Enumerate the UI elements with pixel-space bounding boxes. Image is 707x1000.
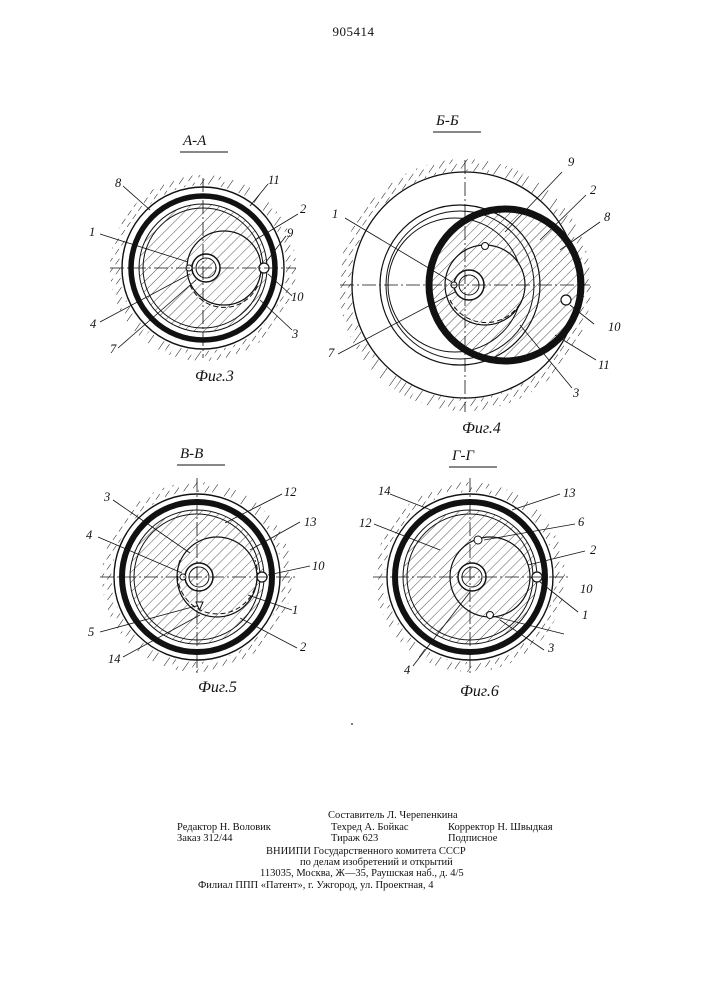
figure-6-section-title: Г-Г xyxy=(452,448,474,465)
figure-6-label: 2 xyxy=(590,543,596,558)
figure-3-label: 1 xyxy=(89,225,95,240)
figure-3-label: 3 xyxy=(292,327,298,342)
figure-4-caption: Фиг.4 xyxy=(462,420,501,438)
figure-6-label: 10 xyxy=(580,582,593,597)
footer-editor: Редактор Н. Воловик xyxy=(177,822,271,834)
figure-3-label: 9 xyxy=(287,226,293,241)
figure-4-label: 3 xyxy=(573,386,579,401)
footer-order: Заказ 312/44 xyxy=(177,833,232,845)
footer-org-line1: ВНИИПИ Государственного комитета СССР xyxy=(266,846,466,858)
figure-6-label: 1 xyxy=(582,608,588,623)
figure-5-drawing xyxy=(98,465,310,676)
footer-compiler: Составитель Л. Черепенкина xyxy=(328,810,458,822)
figure-6-label: 3 xyxy=(548,641,554,656)
figure-3-label: 7 xyxy=(110,342,116,357)
figure-5-label: 1 xyxy=(292,603,298,618)
figure-6-label: 14 xyxy=(378,484,391,499)
figure-4-label: 2 xyxy=(590,183,596,198)
footer-corrector: Корректор Н. Швыдкая xyxy=(448,822,553,834)
figure-5-label: 14 xyxy=(108,652,121,667)
figure-5-label: 4 xyxy=(86,528,92,543)
figure-5-label: 5 xyxy=(88,625,94,640)
figure-3-label: 4 xyxy=(90,317,96,332)
figure-4-label: 8 xyxy=(604,210,610,225)
figure-3-section-title: А-А xyxy=(183,133,206,150)
figure-4-label: 1 xyxy=(332,207,338,222)
figure-6-label: 12 xyxy=(359,516,372,531)
figure-3-label: 8 xyxy=(115,176,121,191)
figure-4-label: 11 xyxy=(598,358,610,373)
footer-subscription: Подписное xyxy=(448,833,497,845)
figure-5-label: 3 xyxy=(104,490,110,505)
figure-5-label: 10 xyxy=(312,559,325,574)
figure-3-label: 10 xyxy=(291,290,304,305)
figure-3-caption: Фиг.3 xyxy=(195,368,234,386)
figure-5-label: 2 xyxy=(300,640,306,655)
stray-mark xyxy=(351,723,353,725)
footer-org-line3: 113035, Москва, Ж—35, Раушская наб., д. … xyxy=(260,868,464,880)
figure-4-section-title: Б-Б xyxy=(436,113,459,130)
figure-3-label: 2 xyxy=(300,202,306,217)
figure-3-label: 11 xyxy=(268,173,280,188)
figure-4-drawing xyxy=(338,132,600,412)
footer-circulation: Тираж 623 xyxy=(331,833,378,845)
footer-techred: Техред А. Бойкас xyxy=(331,822,409,834)
figure-6-label: 6 xyxy=(578,515,584,530)
figure-5-label: 12 xyxy=(284,485,297,500)
figure-5-section-title: В-В xyxy=(180,446,203,463)
figure-6-label: 13 xyxy=(563,486,576,501)
figure-5-label: 13 xyxy=(304,515,317,530)
figure-6-label: 4 xyxy=(404,663,410,678)
figure-5-caption: Фиг.5 xyxy=(198,679,237,697)
footer-org-line2: по делам изобретений и открытий xyxy=(300,857,453,869)
figure-4-label: 10 xyxy=(608,320,621,335)
figure-6-caption: Фиг.6 xyxy=(460,683,499,701)
figure-4-label: 9 xyxy=(568,155,574,170)
footer-branch: Филиал ППП «Патент», г. Ужгород, ул. Про… xyxy=(198,880,433,892)
figure-4-label: 7 xyxy=(328,346,334,361)
